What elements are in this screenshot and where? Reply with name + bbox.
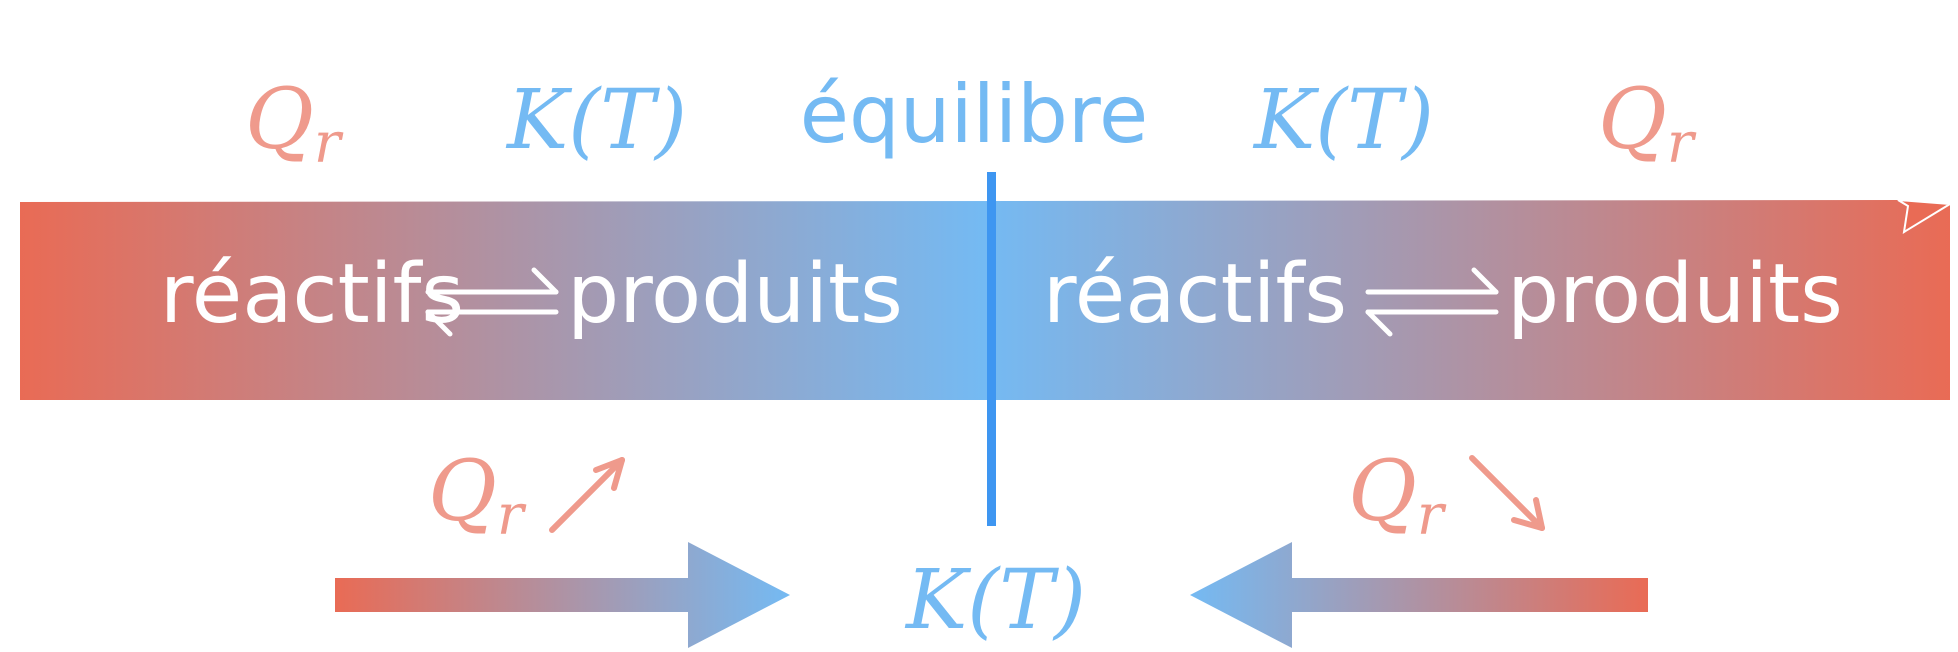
qr-top-right-sub: r xyxy=(1667,111,1697,176)
produits-right: produits xyxy=(1507,247,1843,342)
reactifs-left: réactifs xyxy=(160,247,464,342)
decrease-arrow-icon xyxy=(1469,455,1545,531)
equilibrium-arrows-left xyxy=(425,267,559,337)
equilibre-label: équilibre xyxy=(800,68,1149,161)
produits-left: produits xyxy=(567,247,903,342)
qr-top-right: Qr xyxy=(1598,70,1697,176)
arrow-left-to-equilibrium xyxy=(1190,542,1648,648)
qr-top-left: Qr xyxy=(245,70,344,176)
equilibrium-line xyxy=(987,172,996,526)
reactifs-right: réactifs xyxy=(1043,247,1347,342)
equilibrium-arrows-right xyxy=(1365,267,1499,337)
k-of-t-bottom: K(T) xyxy=(904,553,1086,648)
qr-increase: Qr xyxy=(428,442,527,548)
qr-increase-main: Q xyxy=(428,442,497,540)
qr-decrease-sub: r xyxy=(1417,483,1447,548)
increase-arrow-icon xyxy=(549,457,625,533)
band-torn-corner xyxy=(1897,199,1954,234)
qr-decrease: Qr xyxy=(1348,442,1447,548)
k-of-t-top-right: K(T) xyxy=(1252,73,1434,168)
qr-increase-sub: r xyxy=(497,483,527,548)
qr-top-right-main: Q xyxy=(1598,70,1667,168)
k-of-t-top-left: K(T) xyxy=(505,73,687,168)
qr-top-left-main: Q xyxy=(245,70,314,168)
arrow-right-to-equilibrium xyxy=(335,542,790,648)
gradient-band xyxy=(20,200,1950,400)
qr-decrease-main: Q xyxy=(1348,442,1417,540)
qr-top-left-sub: r xyxy=(314,111,344,176)
